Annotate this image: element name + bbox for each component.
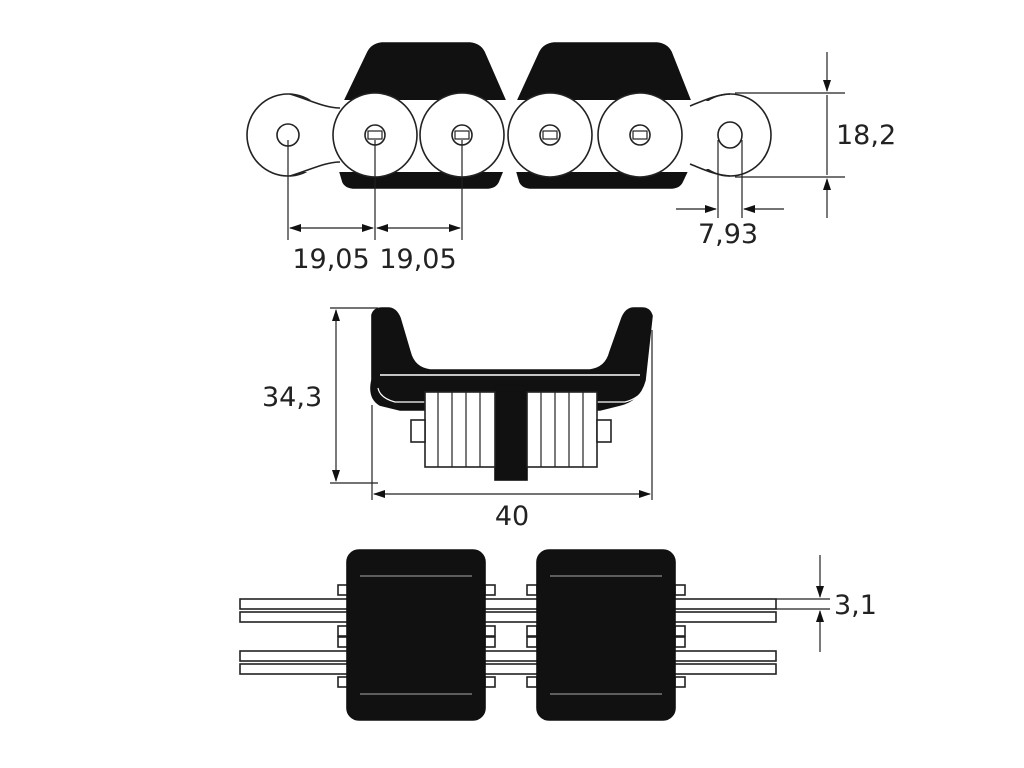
center-stem: [494, 384, 528, 481]
plate-lower-2: [239, 663, 777, 675]
plate-lower-1: [239, 650, 777, 662]
attachment-top-left: [343, 42, 507, 101]
pin-end-left: [410, 419, 426, 443]
pad-left: [346, 549, 486, 721]
pin-hole-end: [717, 121, 743, 149]
total-height-label: 34,3: [262, 382, 322, 413]
pin-3: [539, 124, 561, 146]
attachment-top-right: [516, 42, 692, 101]
u-attachment: [370, 307, 653, 411]
pitch-left-label: 19,05: [292, 244, 369, 275]
total-width-label: 40: [495, 501, 529, 532]
plate-upper-2: [239, 611, 777, 623]
plate-thickness-label: 3,1: [834, 590, 877, 621]
pitch-right-label: 19,05: [379, 244, 456, 275]
pad-right: [536, 549, 676, 721]
roller-diameter-label: 7,93: [698, 219, 758, 250]
pin-end-right: [596, 419, 612, 443]
end-view: 34,3 40: [262, 307, 653, 532]
roller-stack-left: [424, 391, 496, 468]
link-height-label: 18,2: [836, 120, 896, 151]
side-view: 19,05 19,05 7,93 18,2: [246, 42, 896, 275]
roller-stack-right: [526, 391, 598, 468]
pin-4: [629, 124, 651, 146]
plan-view: 3,1: [239, 549, 877, 721]
plate-upper-1: [239, 598, 777, 610]
